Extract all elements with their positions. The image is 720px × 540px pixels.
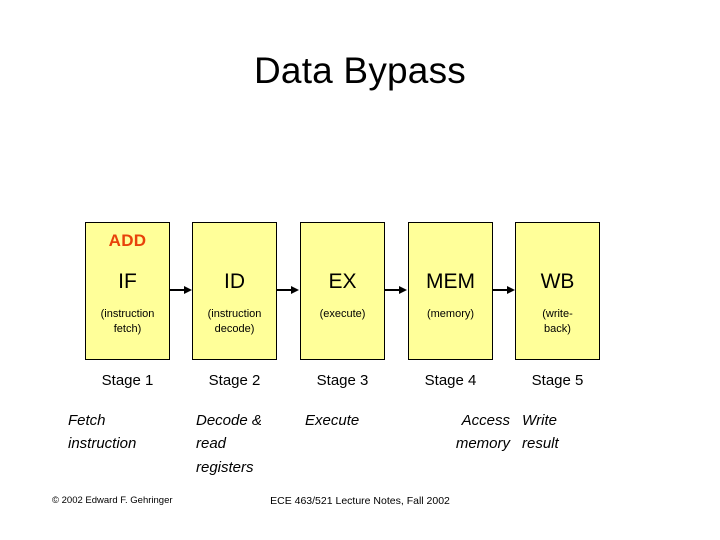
page-title: Data Bypass <box>254 50 466 91</box>
arrow-head <box>507 286 515 294</box>
arrow-right-icon-ex-to-mem <box>385 286 407 295</box>
stage-box-wb: WB (write- back) <box>515 222 600 360</box>
stage-box-mem: MEM (memory) <box>408 222 493 360</box>
stage-label-2: Stage 2 <box>208 372 261 389</box>
stage-label-3: Stage 3 <box>316 372 369 389</box>
arrow-head <box>184 286 192 294</box>
stage-subtitle-id: (instruction decode) <box>207 308 262 335</box>
stage-abbr-wb: WB <box>540 270 575 293</box>
stage-description-id: Decode & read registers <box>196 412 262 476</box>
arrow-shaft <box>170 289 186 291</box>
stage-description-mem: Access memory <box>455 412 510 453</box>
arrow-head <box>399 286 407 294</box>
stage-label-5: Stage 5 <box>531 372 584 389</box>
stage-subtitle-if: (instruction fetch) <box>100 308 155 335</box>
stage-abbr-mem: MEM <box>426 270 475 293</box>
stage-abbr-id: ID <box>224 270 245 293</box>
arrow-right-icon-mem-to-wb <box>493 286 515 295</box>
footer-course-info: ECE 463/521 Lecture Notes, Fall 2002 <box>270 495 450 507</box>
stage-description-wb: Write result <box>522 412 559 453</box>
operation-tag-add: ADD <box>108 231 147 250</box>
arrow-shaft <box>493 289 509 291</box>
arrow-shaft <box>385 289 401 291</box>
stage-subtitle-wb: (write- back) <box>542 308 573 335</box>
stage-abbr-if: IF <box>118 270 137 293</box>
arrow-head <box>291 286 299 294</box>
stage-box-ex: EX (execute) <box>300 222 385 360</box>
stage-abbr-ex: EX <box>328 270 357 293</box>
stage-subtitle-ex: (execute) <box>319 308 366 320</box>
arrow-shaft <box>277 289 293 291</box>
stage-label-1: Stage 1 <box>101 372 154 389</box>
stage-subtitle-mem: (memory) <box>426 308 475 320</box>
stage-box-id: ID (instruction decode) <box>192 222 277 360</box>
stage-box-if: ADD IF (instruction fetch) <box>85 222 170 360</box>
arrow-right-icon-id-to-ex <box>277 286 299 295</box>
stage-description-ex: Execute <box>305 412 360 429</box>
arrow-right-icon-if-to-id <box>170 286 192 295</box>
footer-copyright: © 2002 Edward F. Gehringer <box>52 495 173 506</box>
stage-label-4: Stage 4 <box>424 372 477 389</box>
stage-description-if: Fetch instruction <box>68 412 137 453</box>
